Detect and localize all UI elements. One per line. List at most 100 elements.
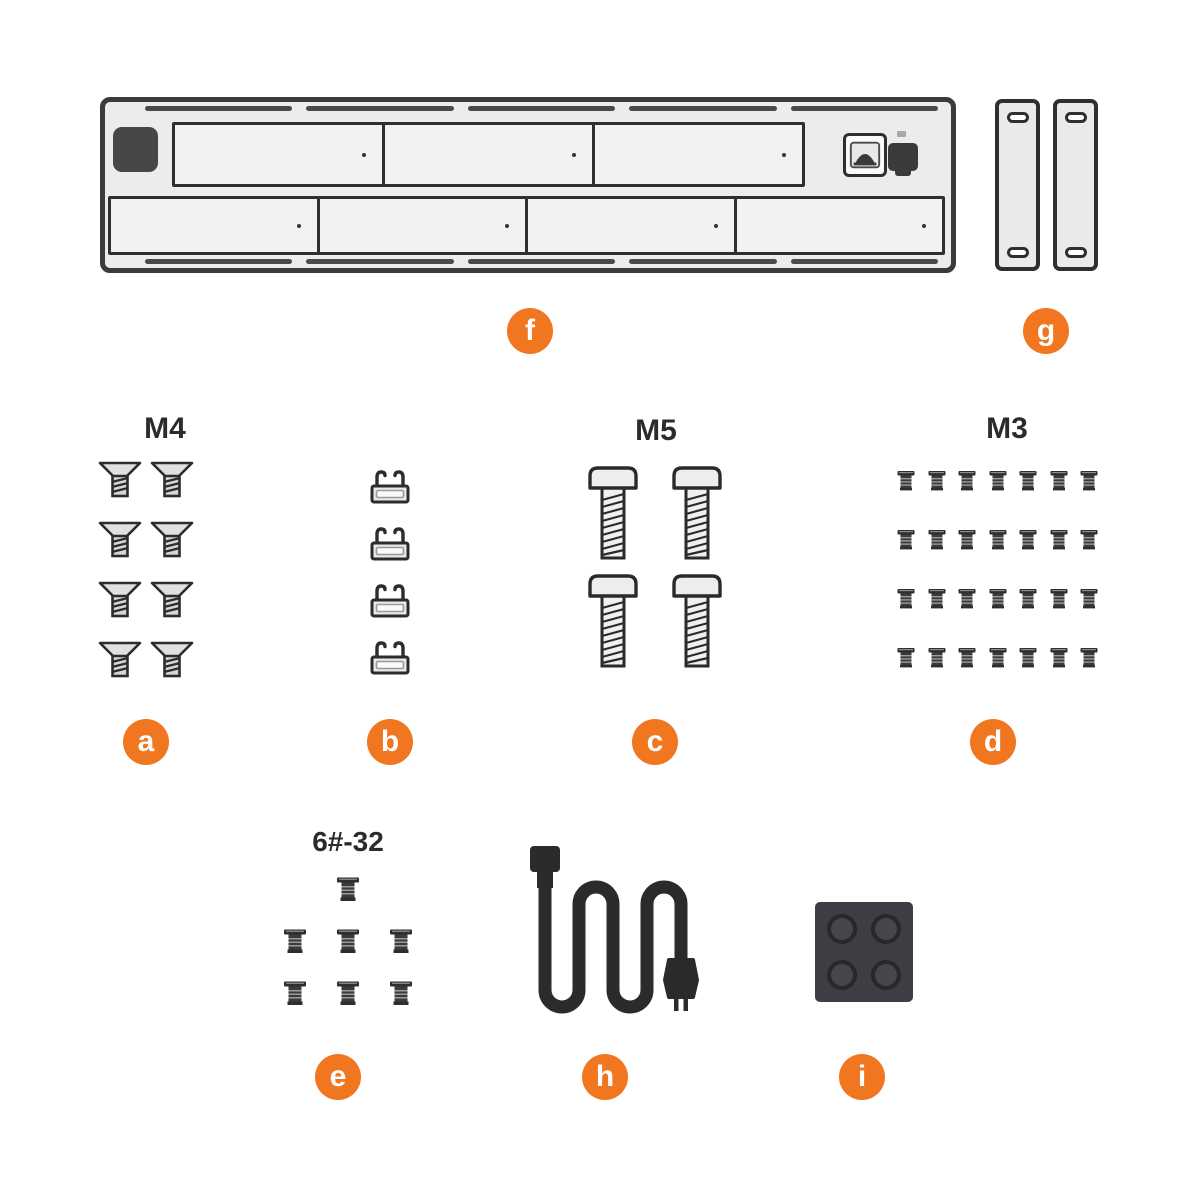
rubber-foot [827,960,857,990]
rubber-foot [871,914,901,944]
bay-pinhole [572,152,576,157]
badge-f: f [507,308,553,354]
bay-clip [370,527,410,561]
vent-slot [306,259,454,264]
rack-ear-right [1053,99,1098,271]
label-6-32: 6#-32 [312,826,384,857]
bay-pinhole [296,223,301,228]
rubber-foot [871,960,901,990]
hdd-screw-6-32 [390,929,412,953]
bay-clip-group [366,468,414,677]
m5-pan-head-screw [672,574,722,668]
label-m5: M5 [635,414,677,447]
hdd-screw-row [282,928,414,956]
m3-screw [958,530,976,550]
rubber-foot [827,914,857,944]
mount-slot [1064,247,1087,258]
drive-bay [733,196,945,255]
hdd-screw-row [282,876,414,904]
m3-screw [958,589,976,609]
hdd-screw-6-32 [337,981,359,1005]
m4-flat-head-screw [150,581,194,618]
m3-screw [958,471,976,491]
m3-screw [1080,648,1098,668]
m3-screw [1080,530,1098,550]
m3-screw [1080,589,1098,609]
m3-screw [1019,471,1037,491]
badge-c: c [632,719,678,765]
hdd-screw-row [282,980,414,1008]
m3-screw [928,471,945,491]
cable-line [538,877,688,1014]
drive-bay [592,122,805,187]
power-cord [512,840,712,1025]
m5-pan-head-screw [672,466,722,560]
iec-connector-icon [530,846,560,872]
hdd-screw-6-32 [284,929,306,953]
m5-pan-head-screw [588,574,638,668]
m5-pan-head-screw [588,466,638,560]
bay-pinhole [505,223,509,228]
badge-d: d [970,719,1016,765]
hdd-screw-group [282,876,414,1008]
m4-flat-head-screw [98,521,142,558]
bay-clip [370,584,410,618]
bottom-vent-strip [145,259,939,264]
m3-screw [897,530,915,550]
m4-flat-head-screw [98,581,142,618]
mount-slot [1064,112,1087,123]
m3-screw [1080,471,1098,491]
badge-a: a [123,719,169,765]
m4-flat-head-screw [150,641,194,678]
m3-screw [928,648,945,668]
badge-g: g [1023,308,1069,354]
m3-screw [1019,589,1037,609]
m5-screw-group [582,464,728,672]
m3-screw [989,589,1006,609]
rackmount-device-front [100,97,956,273]
bay-pinhole [922,223,926,228]
drive-bay [108,196,320,255]
drive-bay [382,122,595,187]
m3-screw [989,530,1006,550]
hdd-screw-6-32 [337,877,359,901]
hdd-screw-6-32 [284,981,306,1005]
m3-screw [989,648,1006,668]
vent-slot [306,106,454,111]
m3-screw [958,648,976,668]
m3-screw [1050,589,1067,609]
badge-e: e [315,1054,361,1100]
bay-clip [370,641,410,675]
bay-clip [370,470,410,504]
vent-slot [629,106,777,111]
rack-ear-left [995,99,1040,271]
front-port [888,143,918,176]
m3-screw [897,471,915,491]
m3-screw [928,530,945,550]
drive-bay [525,196,737,255]
wall-plug-icon [663,958,699,999]
display-graphic-icon [849,141,881,169]
m3-screw [1050,471,1067,491]
drive-bay [316,196,528,255]
vent-slot [629,259,777,264]
hdd-screw-6-32 [390,981,412,1005]
badge-h: h [582,1054,628,1100]
drive-bay [172,122,385,187]
label-m4: M4 [144,412,186,445]
badge-i: i [839,1054,885,1100]
vent-slot [145,259,293,264]
m4-flat-head-screw [150,461,194,498]
m4-screw-group [98,460,194,680]
mount-slot [1006,112,1029,123]
m4-flat-head-screw [98,461,142,498]
vent-slot [790,259,939,264]
vent-slot [467,259,616,264]
badge-b: b [367,719,413,765]
top-drive-bay-row [172,122,805,187]
rubber-feet-pad [815,902,913,1002]
m4-flat-head-screw [150,521,194,558]
hdd-screw-6-32 [337,929,359,953]
port-label-mark [897,131,906,137]
